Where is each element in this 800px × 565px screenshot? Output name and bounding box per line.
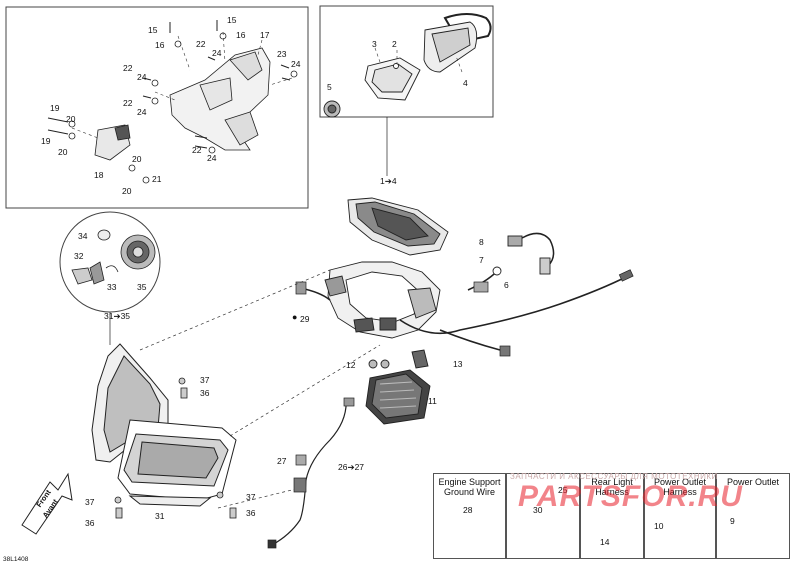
callout-7: 7 bbox=[479, 255, 484, 265]
callout-11: 11 bbox=[428, 396, 437, 406]
callout-6: 6 bbox=[504, 280, 509, 290]
callout-37: 37 bbox=[85, 497, 95, 507]
panel-part-25: 25 bbox=[558, 485, 568, 495]
support-frame-drawing bbox=[324, 261, 441, 339]
regulator-drawing bbox=[365, 349, 431, 425]
callout-31-to-35: 31➔35 bbox=[104, 311, 131, 321]
callout-8: 8 bbox=[479, 237, 484, 247]
drop-icon: ● bbox=[292, 312, 298, 322]
callout-17: 17 bbox=[260, 30, 270, 40]
callout-34: 34 bbox=[78, 231, 88, 241]
bracket-assembly-drawing bbox=[94, 47, 271, 161]
panel-rear-light-title-1: Rear Light bbox=[591, 477, 633, 487]
gauge-housing-drawing bbox=[347, 197, 449, 256]
callout-22: 22 bbox=[192, 145, 202, 155]
callout-16: 16 bbox=[155, 40, 165, 50]
panel-rear-light: Rear Light Harness bbox=[580, 473, 644, 559]
callout-2: 2 bbox=[392, 39, 397, 49]
callout-24: 24 bbox=[207, 153, 217, 163]
callout-24: 24 bbox=[137, 107, 147, 117]
panel-power-outlet: Power Outlet bbox=[716, 473, 790, 559]
panel-engine-support-title-2: Ground Wire bbox=[443, 487, 496, 497]
callout-31: 31 bbox=[155, 511, 165, 521]
callout-37: 37 bbox=[200, 375, 210, 385]
bulb-drawing bbox=[71, 229, 156, 285]
bracket-fasteners bbox=[47, 20, 291, 149]
bracket-detail-frame bbox=[5, 6, 309, 209]
callout-37: 37 bbox=[246, 492, 256, 502]
callout-27: 27 bbox=[277, 456, 287, 466]
panel-engine-support: Engine Support Ground Wire bbox=[433, 473, 506, 559]
callout-24: 24 bbox=[137, 72, 147, 82]
callout-5: 5 bbox=[327, 82, 332, 92]
callout-20: 20 bbox=[122, 186, 132, 196]
panel-rear-light-title-2: Harness bbox=[595, 487, 629, 497]
panel-hardware bbox=[506, 473, 580, 559]
callout-18: 18 bbox=[94, 170, 104, 180]
gauge-leader-lines bbox=[374, 47, 463, 73]
callout-36: 36 bbox=[246, 508, 256, 518]
panel-part-28: 28 bbox=[463, 505, 473, 515]
callout-15: 15 bbox=[148, 25, 158, 35]
callout-21: 21 bbox=[152, 174, 162, 184]
panel-part-9: 9 bbox=[730, 516, 735, 526]
callout-16: 16 bbox=[236, 30, 246, 40]
callout-35: 35 bbox=[137, 282, 147, 292]
callout-32: 32 bbox=[74, 251, 84, 261]
callout-20: 20 bbox=[66, 114, 76, 124]
headlight-leader-lines bbox=[139, 269, 381, 509]
front-arrow-shape bbox=[21, 472, 73, 535]
callout-29: 29 bbox=[300, 314, 310, 324]
callout-36: 36 bbox=[85, 518, 95, 528]
gauge-drawing bbox=[323, 13, 492, 118]
callout-3: 3 bbox=[372, 39, 377, 49]
headlight-housing-drawing bbox=[91, 343, 237, 507]
panel-power-outlet-harness-title-2: Harness bbox=[663, 487, 697, 497]
callout-22: 22 bbox=[123, 63, 133, 73]
callout-20: 20 bbox=[58, 147, 68, 157]
callout-24: 24 bbox=[212, 48, 222, 58]
relay-drawing bbox=[492, 232, 555, 276]
panel-engine-support-title-1: Engine Support bbox=[438, 477, 501, 487]
callout-1-to-4: 1➔4 bbox=[380, 176, 397, 186]
diagram-ref-code: 38L1408 bbox=[3, 556, 29, 563]
callout-33: 33 bbox=[107, 282, 117, 292]
bracket-washers bbox=[68, 32, 298, 184]
watermark-tagline: ЗАПЧАСТИ И АКСЕССУАРЫ ДЛЯ МОТОТЕХНИКИ bbox=[510, 472, 718, 481]
gauge-detail-frame bbox=[319, 5, 494, 118]
callout-19: 19 bbox=[41, 136, 51, 146]
callout-12: 12 bbox=[346, 360, 356, 370]
callout-26-to-27: 26➔27 bbox=[338, 462, 365, 472]
panel-part-14: 14 bbox=[600, 537, 610, 547]
panel-part-10: 10 bbox=[654, 521, 664, 531]
callout-24: 24 bbox=[291, 59, 301, 69]
callout-19: 19 bbox=[50, 103, 60, 113]
panel-power-outlet-harness-title-1: Power Outlet bbox=[653, 477, 707, 487]
callout-4: 4 bbox=[463, 78, 468, 88]
callout-22: 22 bbox=[123, 98, 133, 108]
panel-part-30: 30 bbox=[533, 505, 543, 515]
callout-22: 22 bbox=[196, 39, 206, 49]
panel-power-outlet-title-1: Power Outlet bbox=[726, 477, 780, 487]
callout-15: 15 bbox=[227, 15, 237, 25]
callout-20: 20 bbox=[132, 154, 142, 164]
lower-harness-drawing bbox=[271, 397, 347, 546]
callout-23: 23 bbox=[277, 49, 287, 59]
watermark-logo: PARTSFOR.RU bbox=[518, 480, 743, 513]
headlight-fasteners bbox=[114, 377, 237, 519]
callout-36: 36 bbox=[200, 388, 210, 398]
panel-power-outlet-harness: Power Outlet Harness bbox=[644, 473, 716, 559]
callout-13: 13 bbox=[453, 359, 463, 369]
bracket-leader-lines bbox=[71, 31, 293, 139]
